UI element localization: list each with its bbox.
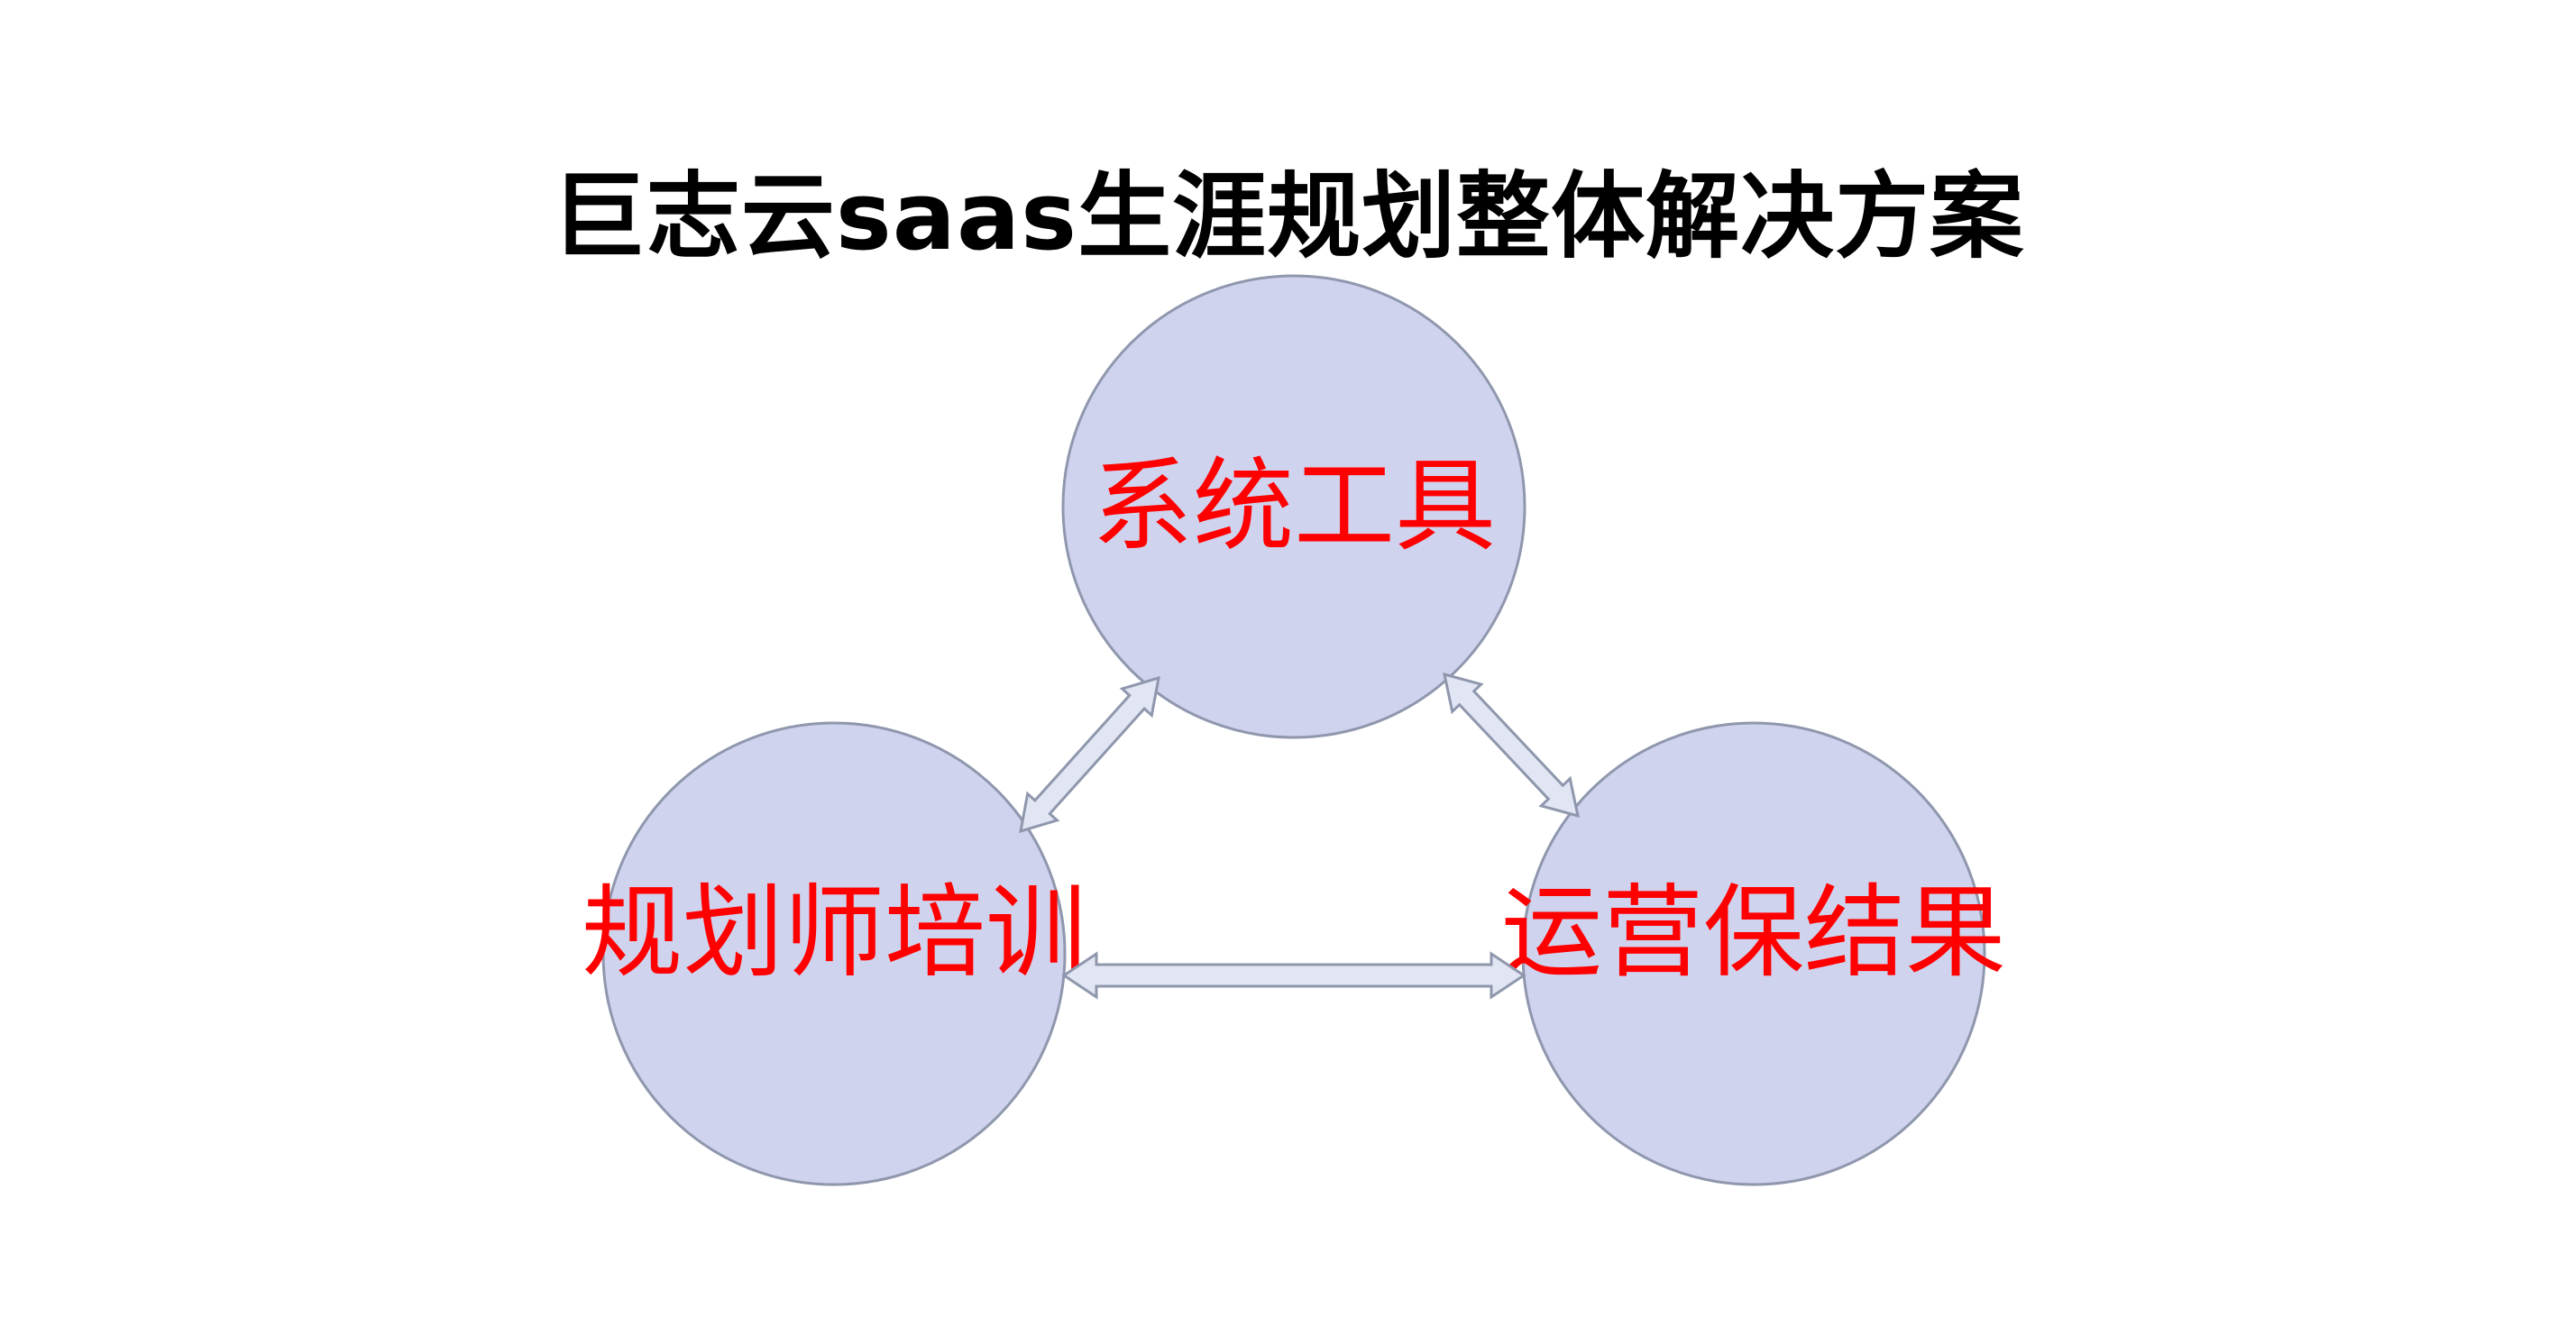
node-top: 系统工具 — [1061, 274, 1526, 739]
node-left: 规划师培训 — [582, 721, 1086, 1186]
arrow-top-right — [1443, 672, 1580, 819]
node-top-circle — [1061, 274, 1526, 739]
node-top-label: 系统工具 — [1092, 448, 1496, 565]
arrow-top-left — [1019, 675, 1160, 834]
node-right-label: 运营保结果 — [1501, 874, 2006, 992]
diagram-title: 巨志云saas生涯规划整体解决方案 — [551, 161, 2025, 271]
node-left-label: 规划师培训 — [582, 874, 1086, 992]
node-right-circle — [1521, 721, 1986, 1186]
node-right: 运营保结果 — [1501, 721, 2006, 1186]
arrow-left-right — [1061, 951, 1526, 1000]
node-left-circle — [601, 721, 1067, 1186]
